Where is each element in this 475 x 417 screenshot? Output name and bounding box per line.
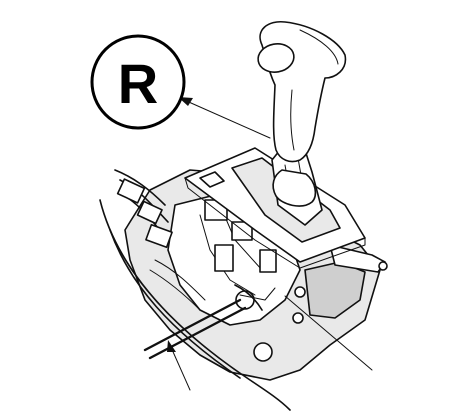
shift-knob xyxy=(257,20,347,163)
harness-leader-line xyxy=(284,295,373,371)
cable-leader-line xyxy=(169,344,191,391)
callout-leader-line xyxy=(181,98,271,139)
shift-lever xyxy=(271,149,323,226)
shift-cable xyxy=(143,298,247,360)
wiring-harness xyxy=(114,169,276,311)
callout-letter: R xyxy=(118,52,158,115)
console-trim-panel xyxy=(99,199,291,411)
callout-badge: R xyxy=(90,34,186,130)
